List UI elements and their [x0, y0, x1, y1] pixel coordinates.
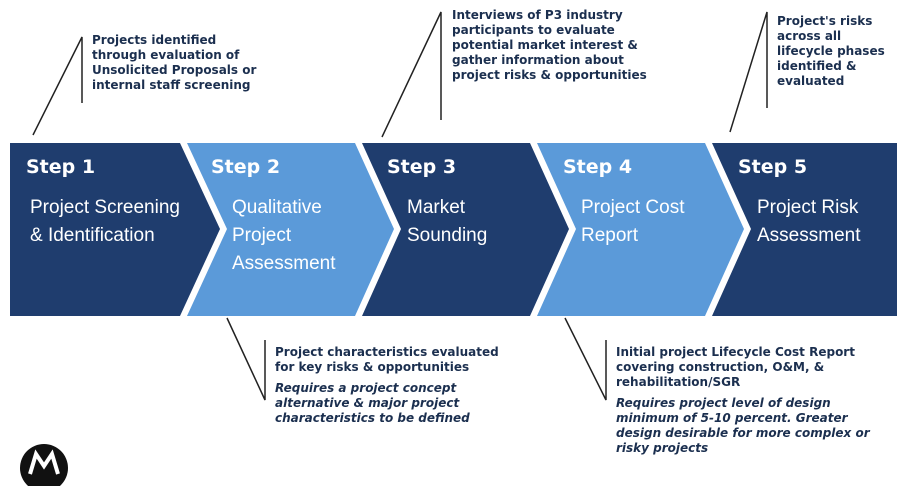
step-2-callout-note: Requires a project concept alternative &…	[275, 381, 470, 425]
step-1-chevron	[10, 143, 220, 316]
step-4-chevron	[537, 143, 744, 316]
process-diagram	[10, 11, 897, 401]
step-5-callout-text: Project's risks across all lifecycle pha…	[777, 14, 885, 88]
step-3-callout-text: Interviews of P3 industry participants t…	[452, 8, 647, 82]
agency-logo-icon	[20, 444, 68, 486]
step-5-title: Step 5	[738, 156, 808, 178]
step-2-leader-line	[226, 317, 266, 401]
step-3-chevron	[362, 143, 569, 316]
step-2-callout-text: Project characteristics evaluated for ke…	[275, 345, 499, 374]
step-4-callout-text: Initial project Lifecycle Cost Report co…	[616, 345, 855, 389]
step-3-leader-line	[381, 11, 442, 138]
step-5-chevron	[712, 143, 897, 316]
step-1-title: Step 1	[26, 156, 96, 178]
step-5-label: Project Risk Assessment	[757, 197, 861, 246]
step-2-title: Step 2	[211, 156, 281, 178]
step-1-callout-text: Projects identified through evaluation o…	[92, 33, 257, 92]
step-1-callout: Projects identified through evaluation o…	[92, 33, 272, 93]
step-4-title: Step 4	[563, 156, 633, 178]
step-1-label: Project Screening & Identification	[30, 197, 180, 246]
step-5-callout: Project's risks across all lifecycle pha…	[777, 14, 892, 89]
step-5-leader-line	[729, 11, 768, 133]
step-2-label: Qualitative Project Assessment	[232, 197, 336, 274]
step-2-chevron	[187, 143, 394, 316]
step-1-leader-line	[32, 36, 83, 136]
step-4-callout: Initial project Lifecycle Cost Report co…	[616, 345, 878, 456]
step-3-callout: Interviews of P3 industry participants t…	[452, 8, 657, 83]
step-4-label: Project Cost Report	[581, 197, 685, 246]
step-2-callout: Project characteristics evaluated for ke…	[275, 345, 515, 426]
step-3-title: Step 3	[387, 156, 457, 178]
step-3-label: Market Sounding	[407, 197, 488, 246]
step-4-callout-note: Requires project level of design minimum…	[616, 396, 870, 455]
step-4-leader-line	[564, 317, 607, 401]
